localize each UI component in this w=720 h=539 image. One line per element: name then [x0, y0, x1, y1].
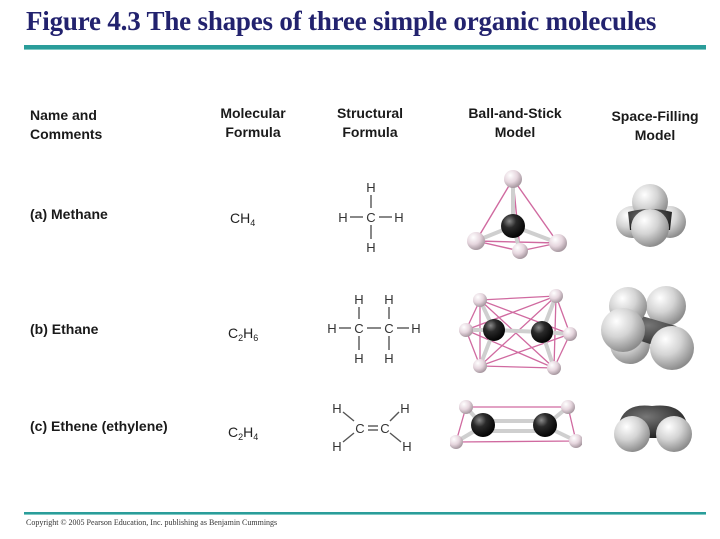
header-line: Formula: [225, 124, 281, 140]
ball-and-stick-methane: [467, 170, 567, 259]
svg-text:H: H: [366, 180, 375, 195]
space-filling-methane: [616, 184, 686, 247]
structural-formula-ethane: H H H C C H H H: [327, 292, 420, 366]
svg-text:H: H: [354, 351, 363, 366]
svg-text:C: C: [380, 421, 389, 436]
ball-and-stick-ethene: [450, 400, 582, 449]
svg-text:H: H: [394, 210, 403, 225]
molecular-formula: C2H6: [228, 325, 258, 343]
formula-subscript: 4: [253, 432, 259, 442]
header-line: Model: [634, 127, 676, 143]
svg-text:H: H: [354, 292, 363, 307]
ball-and-stick-ethane: [459, 289, 577, 375]
svg-text:H: H: [400, 401, 409, 416]
formula-part: H: [243, 325, 254, 341]
bottom-divider: [24, 512, 706, 515]
svg-text:H: H: [384, 292, 393, 307]
molecule-name: (a) Methane: [30, 206, 108, 222]
formula-subscript: 6: [253, 333, 259, 343]
svg-text:H: H: [366, 240, 375, 255]
formula-part: H: [243, 424, 254, 440]
svg-text:H: H: [338, 210, 347, 225]
svg-text:H: H: [327, 321, 336, 336]
header-line: Molecular: [220, 105, 286, 121]
svg-text:C: C: [366, 210, 375, 225]
svg-text:H: H: [402, 439, 411, 454]
svg-text:H: H: [332, 439, 341, 454]
header-line: Structural: [336, 105, 404, 121]
top-divider: [24, 45, 706, 50]
svg-text:C: C: [355, 421, 364, 436]
figure-title: Figure 4.3 The shapes of three simple or…: [26, 6, 657, 36]
header-line: Model: [494, 124, 536, 140]
structural-formula-methane: H C H H H: [338, 180, 403, 255]
formula-part: C: [228, 424, 239, 440]
svg-text:H: H: [384, 351, 393, 366]
space-filling-ethene: [614, 405, 692, 452]
svg-text:C: C: [384, 321, 393, 336]
copyright-notice: Copyright © 2005 Pearson Education, Inc.…: [26, 518, 278, 527]
formula-part: C: [228, 325, 239, 341]
formula-subscript: 2: [238, 432, 244, 442]
header-name-comments: Name and Comments: [30, 106, 102, 144]
header-space-filling: Space-Filling Model: [595, 107, 715, 145]
formula-part: CH: [230, 210, 251, 226]
molecular-formula: CH4: [230, 210, 255, 228]
header-structural-formula: Structural Formula: [325, 104, 415, 142]
header-line: Ball-and-Stick: [468, 105, 562, 121]
svg-text:H: H: [411, 321, 420, 336]
svg-text:C: C: [354, 321, 363, 336]
header-ball-and-stick: Ball-and-Stick Model: [450, 104, 580, 142]
molecular-formula: C2H4: [228, 424, 258, 442]
header-line: Space-Filling: [611, 108, 699, 124]
formula-subscript: 4: [250, 218, 256, 228]
structural-formula-ethene: H H C C H H: [332, 401, 411, 454]
molecule-name: (b) Ethane: [30, 321, 99, 337]
header-line: Comments: [30, 126, 103, 142]
formula-subscript: 2: [238, 333, 244, 343]
header-molecular-formula: Molecular Formula: [208, 104, 298, 142]
molecule-name: (c) Ethene (ethylene): [30, 418, 168, 434]
svg-text:H: H: [332, 401, 341, 416]
header-line: Name and: [30, 107, 97, 123]
space-filling-ethane: [601, 286, 694, 370]
header-line: Formula: [342, 124, 398, 140]
